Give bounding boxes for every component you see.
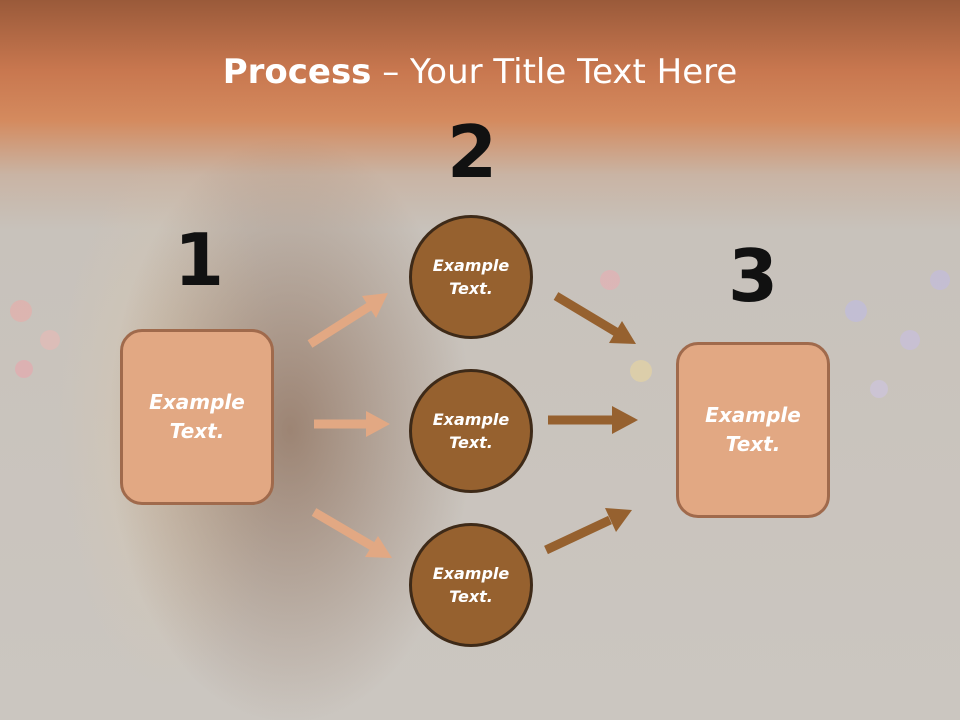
bokeh-light (15, 360, 33, 378)
bokeh-light (930, 270, 950, 290)
arrow-left-to-bottom (311, 508, 392, 558)
circle-top: Example Text. (409, 215, 533, 339)
left-box-text: Example Text. (149, 390, 245, 443)
title-bold: Process (222, 52, 372, 92)
arrow-left-to-top (307, 293, 388, 348)
arrow-middle-to-right (548, 406, 638, 434)
bokeh-light (870, 380, 888, 398)
step-number-1: 1 (173, 218, 225, 302)
slide-title: Process – Your Title Text Here (0, 52, 960, 92)
circle-bottom-text: Example Text. (432, 563, 510, 606)
arrow-top-to-right (553, 292, 636, 344)
bokeh-light (630, 360, 652, 382)
right-box-text: Example Text. (705, 403, 801, 456)
step-number-2: 2 (446, 110, 498, 194)
title-rest: – Your Title Text Here (371, 52, 738, 92)
step-number-3: 3 (727, 234, 779, 318)
circle-top-text: Example Text. (432, 255, 510, 298)
bokeh-light (40, 330, 60, 350)
bokeh-light (900, 330, 920, 350)
circle-middle-text: Example Text. (432, 409, 510, 452)
bokeh-light (600, 270, 620, 290)
right-box: Example Text. (676, 342, 830, 518)
circle-bottom: Example Text. (409, 523, 533, 647)
circle-middle: Example Text. (409, 369, 533, 493)
bokeh-light (845, 300, 867, 322)
bokeh-light (10, 300, 32, 322)
arrow-left-to-middle (314, 411, 390, 437)
left-box: Example Text. (120, 329, 274, 505)
arrow-bottom-to-right (544, 508, 632, 555)
